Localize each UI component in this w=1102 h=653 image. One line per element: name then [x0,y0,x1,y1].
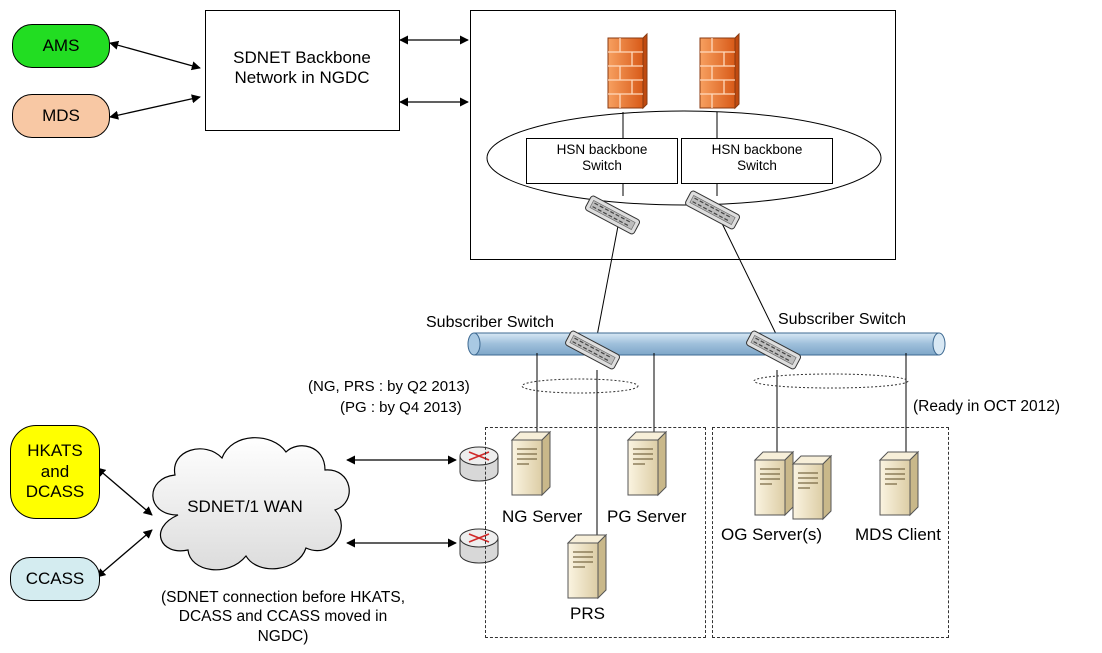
router-icon [459,528,499,564]
network-switch-icon [746,330,802,370]
group-box-right [712,427,949,638]
timeline-pg: (PG : by Q4 2013) [340,399,462,416]
hsn-switch-right-box [681,138,833,184]
server-icon [753,450,795,517]
cloud-icon [152,437,350,571]
server-icon [791,454,833,521]
server-icon [566,533,608,600]
mds-label: MDS [42,106,80,125]
wan-label: SDNET/1 WAN [187,497,303,516]
ams-label: AMS [42,36,80,55]
arrow-mds-backbone [109,94,201,120]
timeline-ng-prs: (NG, PRS : by Q2 2013) [308,378,470,395]
hkats-dcass-node: HKATS and DCASS [10,425,100,519]
subscriber-switch-right-label: Subscriber Switch [778,311,907,328]
router-icon [459,446,499,482]
server-icon [878,450,920,517]
sdnet-connection-note: (SDNET connection before HKATS, DCASS an… [160,589,406,645]
arrow-hkats-wan [96,467,153,516]
arrow-ccass-wan [96,529,153,578]
subscriber-backbone-pipe [467,332,946,356]
group-ellipse-right [753,373,909,389]
ccass-label: CCASS [25,569,85,588]
hsn-backbone-ring [486,110,882,206]
hsn-switch-right-label: HSN backbone Switch [711,142,803,173]
arrow-ams-backbone [109,40,201,71]
ccass-node: CCASS [10,557,100,601]
network-switch-icon [685,190,741,230]
group-box-left [485,427,706,638]
ams-node: AMS [12,24,110,68]
ready-note: (Ready in OCT 2012) [913,398,1061,415]
hkats-dcass-label: HKATS and DCASS [25,441,85,502]
server-icon [510,430,552,497]
ng-server-label: NG Server [502,507,583,526]
network-switch-icon [565,330,621,370]
mds-client-label: MDS Client [855,525,941,544]
group-ellipse-left [521,378,639,394]
hsn-switch-left-box [526,138,678,184]
sdnet-backbone-label: SDNET Backbone Network in NGDC [233,48,371,87]
prs-label: PRS [570,604,605,623]
mds-node: MDS [12,94,110,138]
og-servers-label: OG Server(s) [721,525,823,544]
hsn-switch-left-label: HSN backbone Switch [556,142,648,173]
pg-server-label: PG Server [607,507,687,526]
uplink-left [596,225,619,337]
firewall-icon [607,32,648,110]
sdnet-backbone-box [205,10,400,131]
firewall-icon [699,32,740,110]
subscriber-switch-left-label: Subscriber Switch [426,314,555,331]
uplink-right [715,210,778,337]
ngdc-hsn-box [470,10,896,260]
server-icon [626,430,668,497]
network-switch-icon [585,195,641,235]
